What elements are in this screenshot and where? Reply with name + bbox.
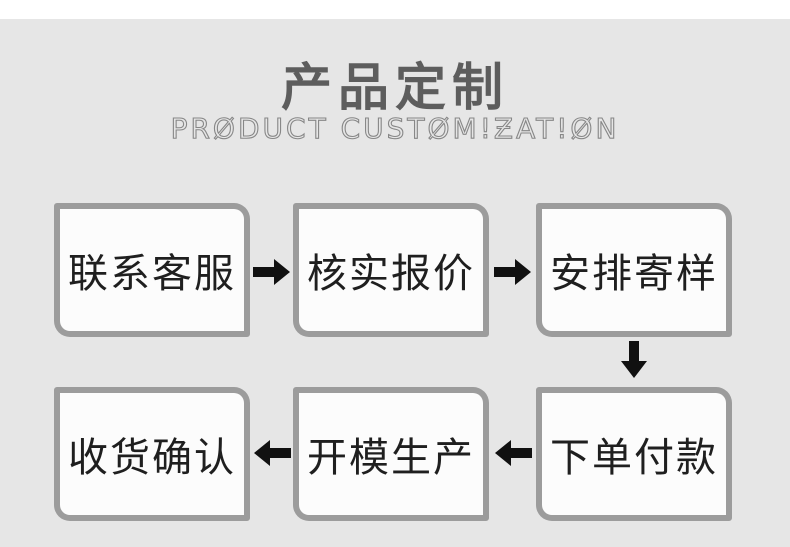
- arrow-left-icon: [253, 438, 291, 468]
- step-verify-quote-label: 核实报价: [307, 251, 475, 296]
- step-mold-production-label: 开模生产: [307, 435, 475, 480]
- product-customization-panel: 产品定制 PRØDUCT CUSTØM!ƵAT!ØN 联系客服 核实报价 安排寄…: [0, 19, 790, 547]
- top-strip: [0, 0, 790, 19]
- step-place-order-pay: 下单付款: [536, 387, 732, 521]
- arrow-right-icon: [494, 257, 532, 287]
- step-receipt-confirm: 收货确认: [54, 387, 250, 521]
- arrow-down-icon: [619, 341, 649, 379]
- step-mold-production: 开模生产: [293, 387, 489, 521]
- page-title: 产品定制: [280, 61, 509, 117]
- arrow-right-icon: [253, 257, 291, 287]
- step-verify-quote: 核实报价: [293, 203, 489, 337]
- step-arrange-sample: 安排寄样: [536, 203, 732, 337]
- step-arrange-sample-label: 安排寄样: [550, 251, 718, 296]
- step-place-order-pay-label: 下单付款: [550, 435, 718, 480]
- page-subtitle: PRØDUCT CUSTØM!ƵAT!ØN: [170, 111, 620, 145]
- step-contact-support-label: 联系客服: [68, 251, 236, 296]
- arrow-left-icon: [494, 438, 532, 468]
- step-receipt-confirm-label: 收货确认: [68, 435, 236, 480]
- step-contact-support: 联系客服: [54, 203, 250, 337]
